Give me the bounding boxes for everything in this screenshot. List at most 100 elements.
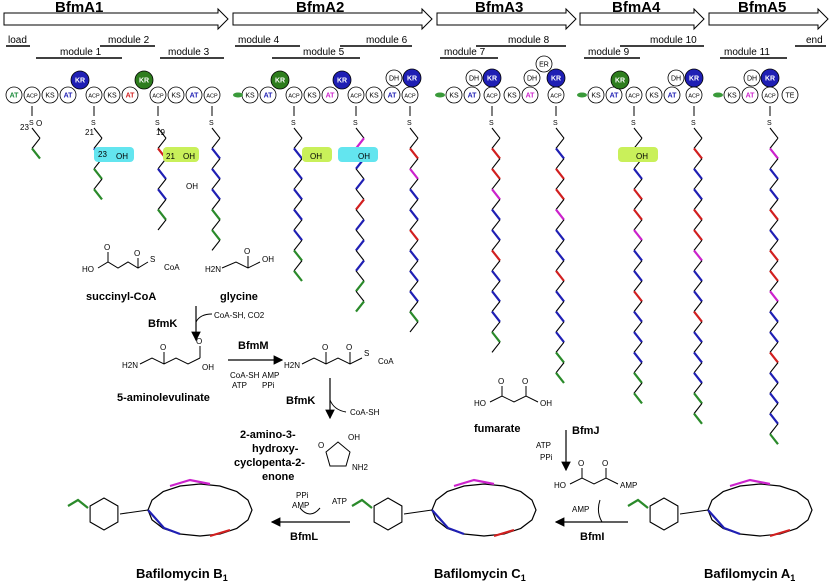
sulfur-label: S <box>364 349 369 358</box>
chain-bond <box>769 270 779 282</box>
svg-text:AT: AT <box>264 93 274 100</box>
chain-bond <box>491 260 501 272</box>
sulfur-label: S <box>291 120 296 127</box>
svg-text:KS: KS <box>727 93 737 100</box>
chain-bond <box>769 301 779 312</box>
cofactor-label: ATP <box>536 441 551 450</box>
chain-bond <box>769 392 779 405</box>
nh2-label: NH2 <box>352 463 369 472</box>
sulfur-label: S <box>29 120 34 127</box>
domain-kr: KR <box>70 70 90 90</box>
domain-ks: KS <box>365 86 383 104</box>
oxygen-label: O <box>104 243 110 252</box>
chain-bond <box>633 178 643 190</box>
sulfur-label: S <box>631 120 636 127</box>
chain-bond <box>409 137 419 149</box>
chain-bond <box>633 260 643 272</box>
chain-bond <box>491 280 501 292</box>
chain-bond <box>31 147 41 160</box>
chain-bond <box>157 137 167 149</box>
chain-bond <box>769 412 779 425</box>
domain-at: AT <box>383 86 401 104</box>
final-products <box>67 478 813 538</box>
chain-bond <box>769 321 779 333</box>
domain-acp: ACP <box>85 86 103 104</box>
highlight-yellow-2 <box>302 147 332 162</box>
domain-kr: KR <box>332 70 352 90</box>
chain-bond <box>211 178 221 190</box>
chain-column: S <box>353 106 365 313</box>
chain-bond <box>491 229 501 241</box>
succinyl-coa-structure <box>97 261 149 269</box>
chain-bond <box>769 372 779 384</box>
domain-at: AT <box>259 86 277 104</box>
domain-acp: ACP <box>149 86 167 104</box>
chain-bond <box>633 188 643 201</box>
chain-bond <box>157 168 167 180</box>
chain-bond <box>491 270 501 282</box>
svg-text:AT: AT <box>190 93 200 100</box>
enzyme-bfmk: BfmK <box>148 318 177 330</box>
module-label-2: module 2 <box>108 35 150 46</box>
docking-domain <box>577 92 587 98</box>
domain-acp: ACP <box>203 86 221 104</box>
domain-at: AT <box>59 86 77 104</box>
chain-bond <box>555 127 565 139</box>
module-label-6: module 6 <box>366 35 408 46</box>
chain-bond <box>409 168 419 180</box>
chain-bond <box>555 178 565 190</box>
oh-label: OH <box>262 255 274 264</box>
svg-text:ACP: ACP <box>486 94 498 100</box>
svg-text:DH: DH <box>389 76 399 83</box>
chain-bond <box>293 270 303 282</box>
gene-arrow-bfma2 <box>232 7 433 31</box>
chain-bond <box>633 310 643 323</box>
chain-bond <box>491 188 501 201</box>
chain-bond <box>211 188 221 201</box>
chain-bond <box>633 351 643 364</box>
chain-column: S <box>691 106 703 425</box>
domain-at: AT <box>605 86 623 104</box>
gene-arrow-bfma5 <box>708 7 829 31</box>
domain-ks: KS <box>587 86 605 104</box>
bafilomycin-b1-structure <box>67 478 253 538</box>
chain-bond <box>693 249 703 262</box>
chain-column: S <box>767 106 779 445</box>
chain-bond <box>769 341 779 353</box>
chain-bond <box>555 372 565 384</box>
chain-bond <box>693 382 703 394</box>
chain-bond <box>769 351 779 364</box>
docking-domain <box>435 92 445 98</box>
chain-bond <box>633 290 643 303</box>
svg-text:KR: KR <box>487 76 497 83</box>
cofactor-label: CoA-SH <box>230 371 260 380</box>
chain-bond <box>409 270 419 282</box>
domain-kr: KR <box>610 70 630 90</box>
cofactor-label: AMP <box>292 501 309 510</box>
bafilomycin-a1-structure <box>627 478 813 538</box>
chain-bond <box>555 260 565 272</box>
chain-bond <box>355 168 365 180</box>
chain-bond <box>555 310 565 323</box>
svg-text:ACP: ACP <box>404 94 416 100</box>
chain-bond <box>693 310 703 323</box>
svg-text:KS: KS <box>45 93 55 100</box>
chain-bond <box>355 198 365 211</box>
domain-er: ER <box>535 55 553 73</box>
chain-column: S <box>209 106 221 251</box>
domain-ks: KS <box>167 86 185 104</box>
bafilomycin-c1-structure <box>351 478 537 538</box>
oxygen-label: O <box>346 343 352 352</box>
chain-bond <box>693 168 703 180</box>
chain-bond <box>355 178 365 190</box>
chain-bond <box>355 137 365 150</box>
svg-text:KS: KS <box>107 93 117 100</box>
chain-bond <box>633 270 643 282</box>
domain-kr: KR <box>402 68 422 88</box>
chain-bond <box>693 270 703 282</box>
chain-bond <box>555 362 565 374</box>
cofactor-label: PPi <box>296 491 309 500</box>
chain-bond <box>355 127 365 139</box>
module-label-7: module 7 <box>444 47 486 58</box>
chain-bond <box>491 341 501 353</box>
